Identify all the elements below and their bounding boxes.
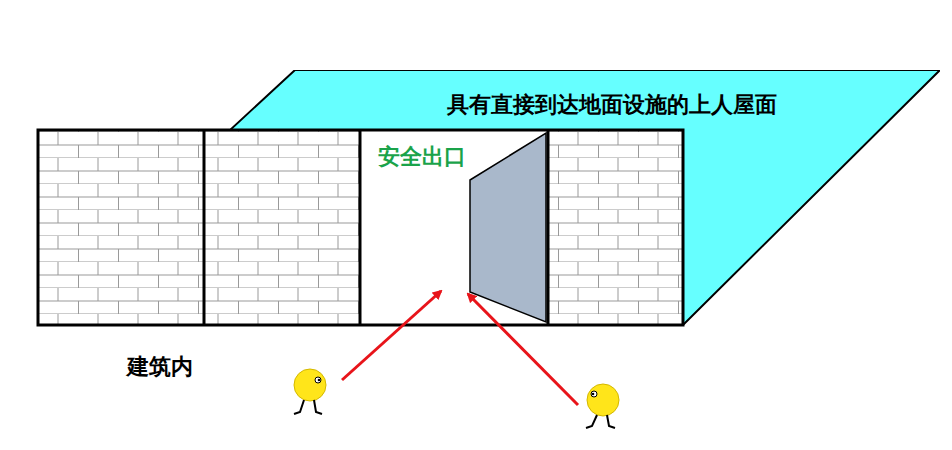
area-label: 建筑内: [127, 352, 193, 382]
roof-label: 具有直接到达地面设施的上人屋面: [447, 90, 777, 120]
exit-label: 安全出口: [378, 142, 466, 172]
